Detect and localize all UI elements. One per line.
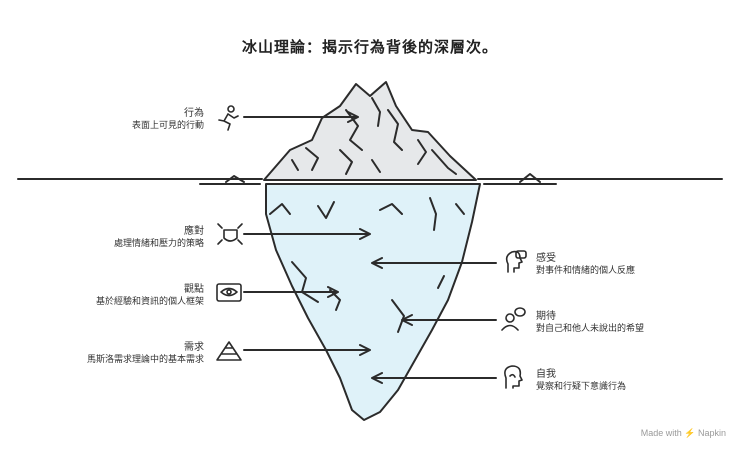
eye-frame-icon [216,283,242,302]
label-feelings-title: 感受 [536,253,556,264]
label-behavior: 行為 表面上可見的行動 [132,108,204,132]
label-self: 自我 覺察和行疑下意識行為 [536,369,626,393]
label-expectations: 期待 對自己和他人未說出的希望 [536,311,644,335]
running-person-icon [218,105,239,131]
arrow-self [371,372,497,384]
head-speech-icon [505,250,527,273]
label-coping: 應對 處理情緒和壓力的策略 [114,226,204,250]
label-needs-desc: 馬斯洛需求理論中的基本需求 [86,355,204,365]
page-title: 冰山理論：揭示行為背後的深層次。 [241,38,498,56]
shield-arrows-icon [217,223,243,245]
label-expectations-title: 期待 [536,311,556,322]
arrow-behavior [243,111,359,123]
label-behavior-title: 行為 [184,108,204,119]
label-needs-title: 需求 [184,342,204,353]
label-expectations-desc: 對自己和他人未說出的希望 [536,324,645,334]
label-perspective-title: 觀點 [184,284,204,295]
label-needs: 需求 馬斯洛需求理論中的基本需求 [87,342,204,366]
label-self-desc: 覺察和行疑下意識行為 [536,382,627,392]
person-thought-icon [501,307,526,331]
label-coping-title: 應對 [184,226,204,237]
label-feelings-desc: 對事件和情緒的個人反應 [536,266,636,276]
label-behavior-desc: 表面上可見的行動 [131,121,204,131]
label-self-title: 自我 [536,369,556,380]
arrow-perspective [243,286,339,298]
label-perspective-desc: 基於經驗和資訊的個人框架 [95,297,204,307]
label-feelings: 感受 對事件和情緒的個人反應 [536,253,635,277]
label-coping-desc: 處理情緒和壓力的策略 [113,239,204,249]
arrow-needs [243,344,371,356]
head-profile-icon [504,365,523,389]
arrow-coping [243,228,371,240]
iceberg-underwater [265,183,481,421]
napkin-watermark: Made with ⚡ Napkin [640,428,726,438]
pyramid-icon [216,341,242,361]
arrow-feelings [371,257,497,269]
label-perspective: 觀點 基於經驗和資訊的個人框架 [96,284,204,308]
arrow-expectations [401,314,497,326]
